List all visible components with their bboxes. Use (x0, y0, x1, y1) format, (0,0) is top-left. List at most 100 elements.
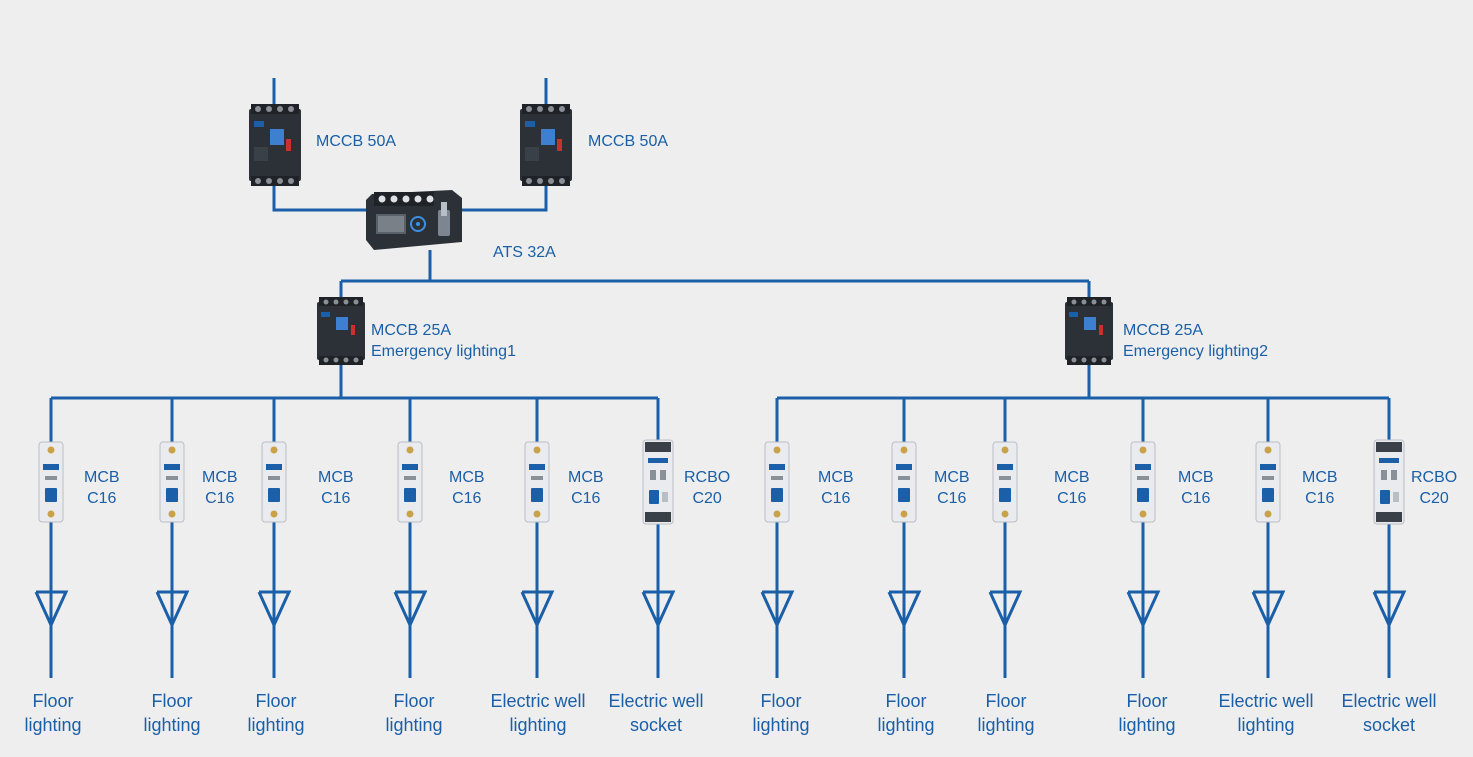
breaker-label: MCB C16 (449, 467, 485, 509)
load-label: Floor lighting (836, 689, 976, 737)
breaker-label: MCB C16 (818, 467, 854, 509)
breaker-label: RCBO C20 (1411, 467, 1457, 509)
load-symbol-icon (155, 590, 190, 629)
source-right-label: MCCB 50A (588, 133, 669, 150)
load-label: Floor lighting (936, 689, 1076, 737)
load-symbol-icon (34, 590, 69, 629)
load-label: Floor lighting (0, 689, 123, 737)
breaker-rating: C16 (937, 490, 967, 507)
breaker-type: RCBO (1411, 469, 1458, 486)
load-label-line2: lighting (877, 715, 935, 735)
load-label-line1: Floor (255, 691, 297, 711)
ats-label: ATS 32A (493, 244, 556, 261)
source-left-label: MCCB 50A (316, 133, 397, 150)
load-label-line1: Floor (32, 691, 74, 711)
load-symbol-icon (1251, 590, 1286, 629)
group-right-label-line2: Emergency lighting2 (1123, 343, 1268, 360)
load-label-line2: lighting (24, 715, 82, 735)
load-label-line2: lighting (977, 715, 1035, 735)
load-symbol-icon (257, 590, 292, 629)
breaker-rating: C16 (1305, 490, 1335, 507)
load-label-line2: lighting (1118, 715, 1176, 735)
breaker-rating: C16 (87, 490, 117, 507)
breaker-rating: C16 (821, 490, 851, 507)
breaker-rating: C20 (692, 490, 722, 507)
group-left-label: MCCB 25A Emergency lighting1 (371, 320, 516, 362)
load-label-line1: Floor (885, 691, 927, 711)
load-symbol-icon (520, 590, 555, 629)
mcb-breaker-icon (261, 441, 287, 523)
ats-switch-icon (366, 190, 462, 250)
load-label: Floor lighting (344, 689, 484, 737)
group-left-label-line1: MCCB 25A (371, 322, 452, 339)
group-left-label-line2: Emergency lighting1 (371, 343, 516, 360)
load-label-line1: Electric well (490, 691, 586, 711)
load-label-line1: Electric well (1341, 691, 1437, 711)
load-symbol-icon (641, 590, 676, 629)
breaker-type: MCB (1054, 469, 1090, 486)
breaker-rating: C16 (321, 490, 351, 507)
load-label: Electric well lighting (468, 689, 608, 737)
breaker-label: MCB C16 (1178, 467, 1214, 509)
load-symbol-icon (1126, 590, 1161, 629)
load-label-line1: Floor (1126, 691, 1168, 711)
load-symbol-icon (887, 590, 922, 629)
breaker-label: RCBO C20 (684, 467, 730, 509)
group-right-label-line1: MCCB 25A (1123, 322, 1204, 339)
load-label-line1: Floor (151, 691, 193, 711)
breaker-type: MCB (934, 469, 970, 486)
breaker-rating: C16 (571, 490, 601, 507)
mccb-25a-left-icon (317, 297, 365, 365)
breaker-type: RCBO (684, 469, 731, 486)
breaker-rating: C20 (1419, 490, 1449, 507)
breaker-rating: C16 (1057, 490, 1087, 507)
load-symbol-icon (1372, 590, 1407, 629)
rcbo-breaker-icon (1373, 439, 1405, 525)
load-label-line1: Floor (985, 691, 1027, 711)
load-label-line2: lighting (385, 715, 443, 735)
breaker-type: MCB (449, 469, 485, 486)
breaker-rating: C16 (452, 490, 482, 507)
load-label-line2: lighting (247, 715, 305, 735)
load-label-line1: Floor (393, 691, 435, 711)
mccb-25a-right-icon (1065, 297, 1113, 365)
load-label-line2: socket (1362, 715, 1416, 735)
breaker-type: MCB (568, 469, 604, 486)
load-label-line2: lighting (1237, 715, 1295, 735)
load-label-line2: lighting (752, 715, 810, 735)
load-label-line1: Electric well (608, 691, 704, 711)
mccb-50a-right-icon (520, 104, 572, 186)
load-label-line2: lighting (143, 715, 201, 735)
mcb-breaker-icon (992, 441, 1018, 523)
breaker-type: MCB (1302, 469, 1338, 486)
breaker-rating: C16 (205, 490, 235, 507)
load-label: Electric well socket (1319, 689, 1459, 737)
load-label-line1: Floor (760, 691, 802, 711)
load-label: Floor lighting (206, 689, 346, 737)
mccb-50a-left-icon (249, 104, 301, 186)
breaker-type: MCB (84, 469, 120, 486)
load-symbol-icon (760, 590, 795, 629)
load-label-line2: socket (629, 715, 683, 735)
breaker-label: MCB C16 (568, 467, 604, 509)
group-right-label: MCCB 25A Emergency lighting2 (1123, 320, 1268, 362)
rcbo-breaker-icon (642, 439, 674, 525)
breaker-type: MCB (1178, 469, 1214, 486)
breaker-type: MCB (818, 469, 854, 486)
breaker-type: MCB (202, 469, 238, 486)
load-label: Floor lighting (711, 689, 851, 737)
mcb-breaker-icon (764, 441, 790, 523)
mcb-breaker-icon (38, 441, 64, 523)
breaker-label: MCB C16 (1302, 467, 1338, 509)
load-label-line2: lighting (509, 715, 567, 735)
mcb-breaker-icon (1130, 441, 1156, 523)
breaker-label: MCB C16 (934, 467, 970, 509)
breaker-rating: C16 (1181, 490, 1211, 507)
mcb-breaker-icon (397, 441, 423, 523)
load-label: Electric well socket (586, 689, 726, 737)
load-label: Floor lighting (1077, 689, 1217, 737)
breaker-label: MCB C16 (84, 467, 120, 509)
